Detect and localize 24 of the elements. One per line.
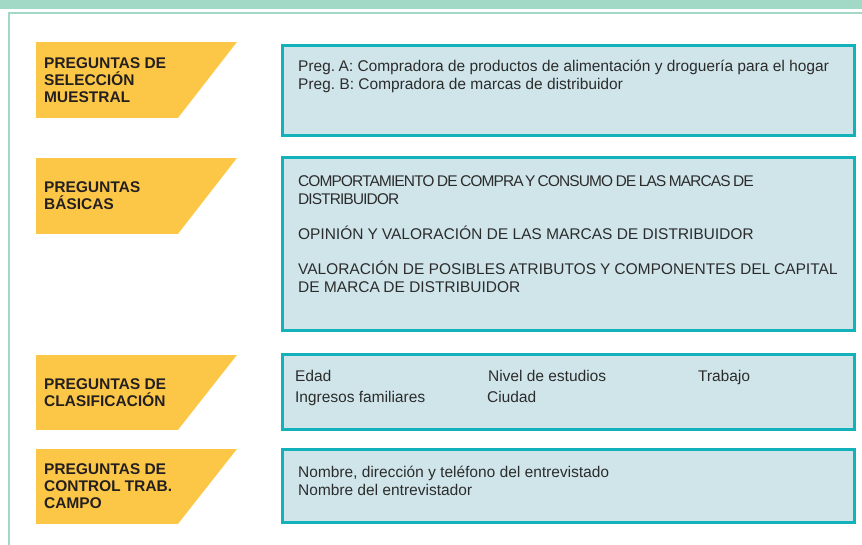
- category-title: PREGUNTAS DE SELECCIÓN MUESTRAL: [44, 54, 168, 106]
- question-item: Preg. B: Compradora de marcas de distribuidor: [298, 76, 624, 94]
- question-item: Ciudad: [487, 389, 536, 407]
- question-box: [281, 44, 856, 137]
- category-title: PREGUNTAS BÁSICAS: [44, 179, 142, 213]
- question-item: Nombre del entrevistador: [298, 482, 474, 500]
- category-title: PREGUNTAS DE CONTROL TRAB. CAMPO: [44, 461, 174, 512]
- question-item: OPINIÓN Y VALORACIÓN DE LAS MARCAS DE DISTRIBUIDOR: [298, 226, 755, 244]
- question-item: Ingresos familiares: [295, 389, 426, 407]
- question-box: [281, 448, 856, 524]
- category-title: PREGUNTAS DE CLASIFICACIÓN: [44, 376, 168, 410]
- question-item: COMPORTAMIENTO DE COMPRA Y CONSUMO DE LAS MARCAS DE DISTRIBUIDOR: [298, 173, 754, 209]
- question-item: VALORACIÓN DE POSIBLES ATRIBUTOS Y COMPONENTES DEL CAPITAL DE MARCA DE DISTRIBUIDOR: [298, 261, 838, 297]
- question-item: Trabajo: [698, 368, 750, 386]
- question-item: Edad: [295, 368, 332, 386]
- question-item: Preg. A: Compradora de productos de alimentación y droguería para el hogar: [298, 58, 830, 76]
- category-tag: [36, 449, 237, 524]
- category-tag: [36, 355, 237, 430]
- question-box: [281, 353, 856, 431]
- question-box: [281, 156, 856, 332]
- category-tag: [36, 42, 237, 118]
- category-tag: [36, 158, 237, 234]
- question-item: Nivel de estudios: [488, 368, 606, 386]
- question-item: Nombre, dirección y teléfono del entrevistado: [298, 464, 610, 482]
